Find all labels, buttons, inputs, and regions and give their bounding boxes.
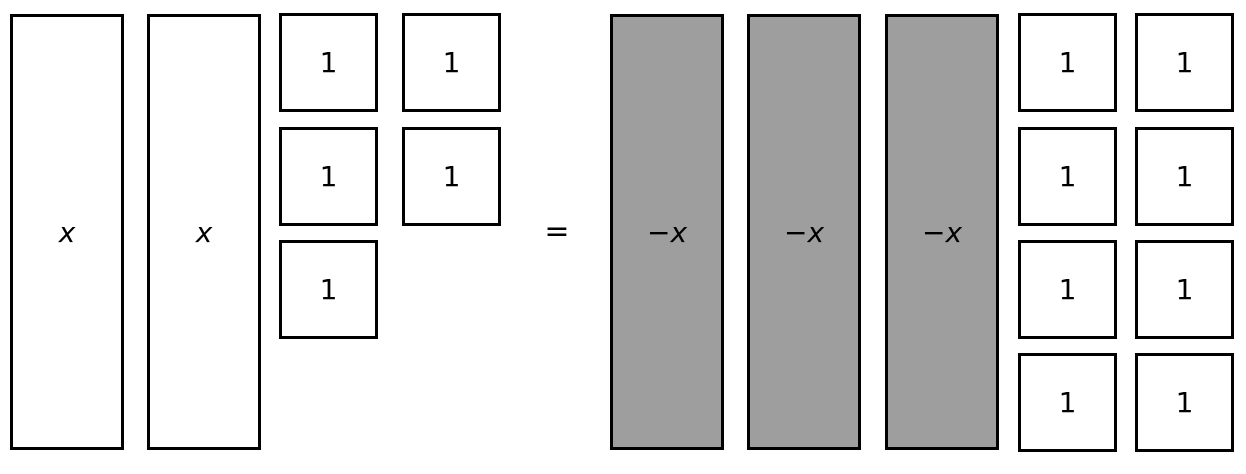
negative-x-tile: −x [610, 14, 724, 450]
x-tile: x [10, 14, 124, 450]
unit-tile: 1 [1135, 353, 1234, 452]
equals-sign: = [544, 214, 570, 249]
unit-tile: 1 [1018, 13, 1117, 112]
unit-tile: 1 [1135, 127, 1234, 226]
x-tile: x [147, 14, 261, 450]
unit-tile: 1 [1018, 127, 1117, 226]
unit-tile: 1 [279, 127, 378, 226]
negative-x-tile: −x [885, 14, 999, 450]
unit-tile: 1 [279, 240, 378, 339]
unit-tile: 1 [402, 13, 501, 112]
unit-tile: 1 [1018, 240, 1117, 339]
unit-tile: 1 [279, 13, 378, 112]
unit-tile: 1 [1018, 353, 1117, 452]
unit-tile: 1 [402, 127, 501, 226]
negative-x-tile: −x [747, 14, 861, 450]
unit-tile: 1 [1135, 13, 1234, 112]
unit-tile: 1 [1135, 240, 1234, 339]
